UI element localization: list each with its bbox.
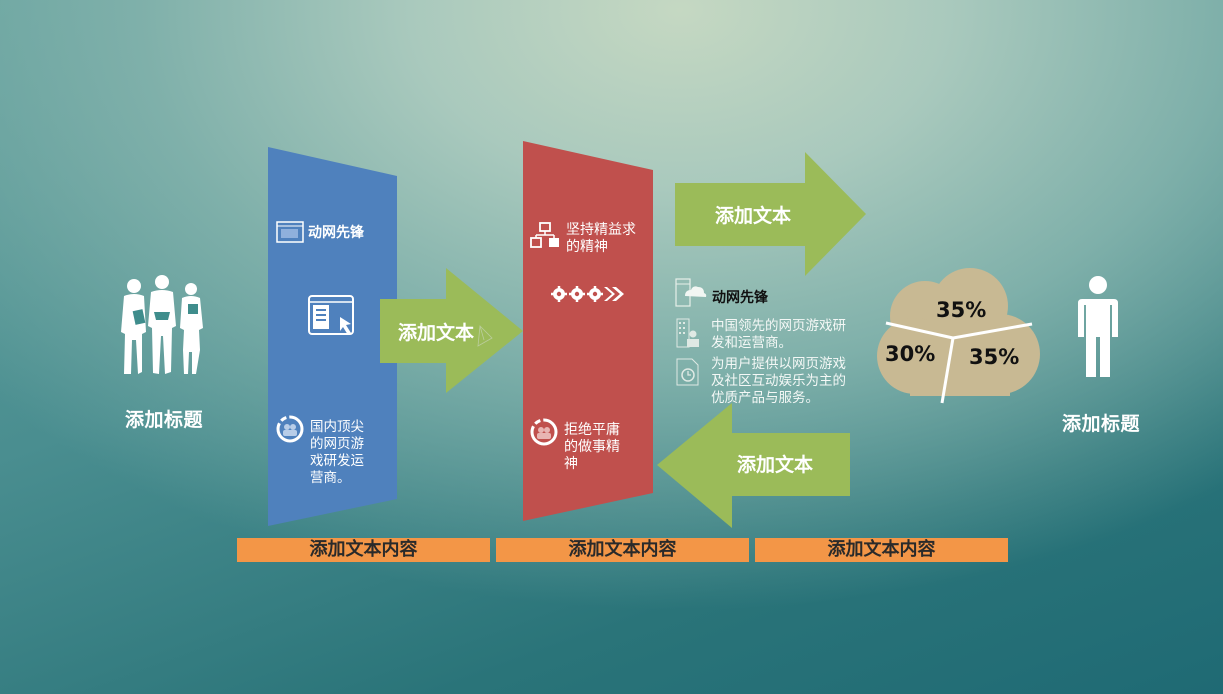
right-figure-title: 添加标题: [1062, 413, 1141, 435]
blue-panel-text-line: 的网页游: [310, 436, 364, 452]
arrow-middle-right-label: 添加文本: [398, 322, 475, 344]
pie-label-top: 35%: [936, 298, 987, 322]
right-figure: [1076, 275, 1120, 381]
red-panel-text-line: 神: [564, 456, 578, 472]
bottom-bar-2: 添加文本内容: [496, 538, 749, 562]
arrow-top-right-label: 添加文本: [715, 205, 792, 227]
document-history-icon: [676, 358, 699, 386]
browser-cursor-icon: [308, 295, 358, 337]
blue-panel-text-line: 戏研发运: [310, 453, 364, 469]
blue-panel-heading: 动网先锋: [276, 221, 364, 243]
pie-label-left: 30%: [885, 342, 936, 366]
bottom-bar-1: 添加文本内容: [237, 538, 490, 562]
arrow-middle-right: 添加文本: [380, 268, 525, 394]
left-figure: [112, 274, 212, 384]
building-user-icon: [676, 318, 699, 348]
info-text-line: 发和运营商。: [711, 335, 792, 351]
left-figure-title: 添加标题: [125, 409, 204, 431]
refresh-users-icon: [530, 418, 558, 446]
info-text-line: 及社区互动娱乐为主的: [711, 373, 846, 389]
pie-label-right: 35%: [969, 345, 1020, 369]
cloud-chart: 35% 30% 35%: [870, 266, 1045, 406]
document-cloud-icon: [675, 278, 707, 307]
info-text-line: 优质产品与服务。: [711, 390, 819, 406]
red-panel-bottom: 拒绝平庸 的做事精 神: [530, 418, 620, 473]
info-text-line: 为用户提供以网页游戏: [711, 356, 846, 372]
arrow-bottom-left: 添加文本: [657, 403, 851, 529]
arrow-top-right: 添加文本: [675, 152, 867, 277]
group-people-icon: [121, 275, 203, 374]
person-icon: [1078, 276, 1118, 377]
window-grid-icon: [276, 221, 304, 243]
blue-panel-heading-text: 动网先锋: [308, 225, 364, 241]
info-text-line: 中国领先的网页游戏研: [711, 318, 846, 334]
hierarchy-icon: [530, 222, 559, 248]
blue-panel-text-line: 营商。: [310, 470, 351, 486]
red-panel-heading-line: 坚持精益求: [566, 222, 636, 238]
blue-panel-text-line: 国内顶尖: [310, 419, 364, 435]
bottom-bar-3: 添加文本内容: [755, 538, 1008, 562]
red-panel-text-line: 的做事精: [564, 439, 620, 455]
refresh-users-icon: [276, 415, 304, 443]
gears-arrow-icon: [550, 284, 628, 304]
arrow-bottom-left-label: 添加文本: [737, 454, 814, 476]
red-panel-text-line: 拒绝平庸: [564, 422, 620, 438]
blue-panel-bottom: 国内顶尖 的网页游 戏研发运 营商。: [276, 415, 364, 487]
info-title: 动网先锋: [712, 290, 768, 306]
red-panel-heading-line: 的精神: [566, 239, 608, 255]
red-panel-heading: 坚持精益求 的精神: [530, 222, 636, 256]
